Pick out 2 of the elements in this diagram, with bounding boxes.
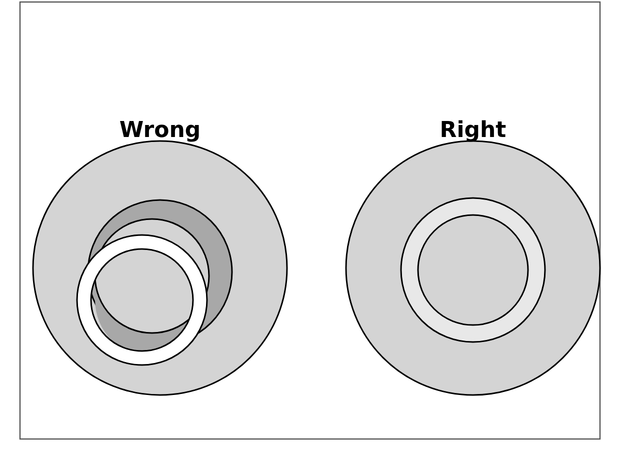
column-heading: Right xyxy=(438,118,508,143)
column-heading: Wrong xyxy=(118,118,202,143)
